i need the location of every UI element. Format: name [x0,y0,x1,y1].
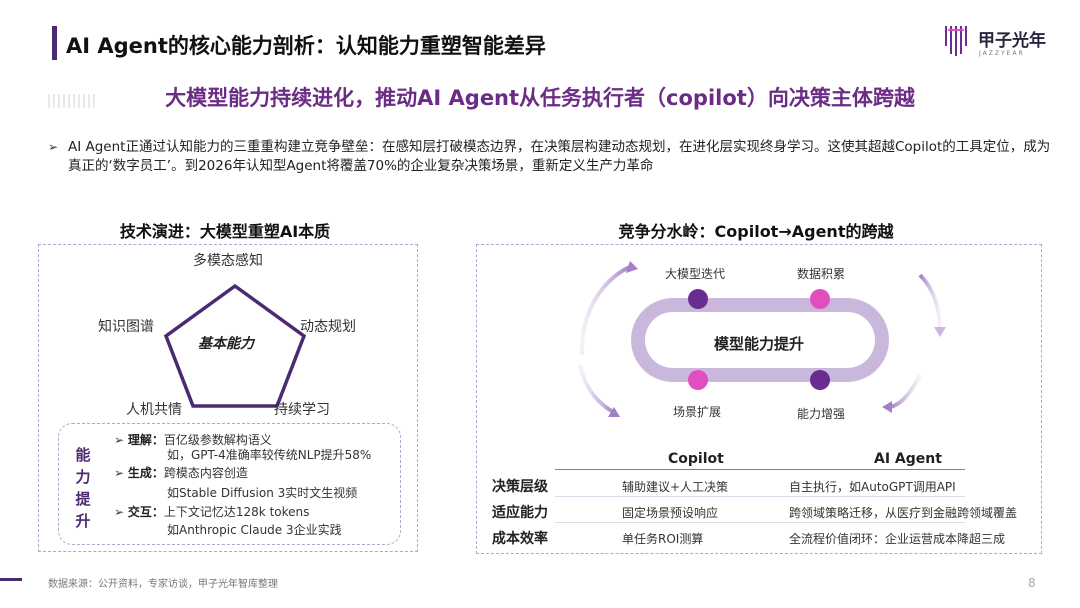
jazzyear-logo-icon [945,26,967,56]
capability-box [58,423,401,545]
intro-paragraph: AI Agent正通过认知能力的三重重构建立竞争壁垒：在感知层打破模态边界，在决… [68,139,1051,174]
intro-bullet-icon: ➢ [48,140,59,154]
pentagon-bottom-right-label: 持续学习 [274,402,330,418]
cell-agent-cost: 全流程价值闭环：企业运营成本降超三成 [789,532,1006,546]
node-dot [810,289,830,309]
logo-text: 甲子光年 [978,31,1046,51]
right-section-heading: 竞争分水岭：Copilot→Agent的跨越 [618,222,894,241]
table-header-agent: AI Agent [874,451,942,467]
row-label-cost: 成本效率 [492,531,548,547]
vertical-char: 升 [75,512,91,530]
node-label-scenario-expansion: 场景扩展 [673,405,722,419]
bullet-understand: ➢ 理解：百亿级参数解构语义 [114,431,272,448]
bullet-arrow-icon: ➢ [114,505,125,519]
bullet-term: 理解： [127,433,164,447]
bullet-arrow-icon: ➢ [114,466,125,480]
table-row-divider [555,496,965,497]
bullet-term: 生成： [127,466,164,480]
cell-agent-adaptability: 跨领域策略迁移，从医疗到金融跨领域覆盖 [789,506,1018,520]
bullet-desc: 上下文记忆达128k tokens [163,505,310,519]
table-header-divider [555,469,965,470]
bullet-term: 交互： [127,505,164,519]
vertical-char: 能 [75,446,91,464]
row-label-adaptability: 适应能力 [492,505,548,521]
vertical-char: 力 [75,468,91,486]
capability-vertical-title: 能 力 提 升 [74,444,92,532]
table-row-divider [555,522,965,523]
pentagon-top-label: 多模态感知 [193,253,263,269]
bullet-example: 如Stable Diffusion 3实时文生视频 [167,486,358,500]
bullet-generate: ➢ 生成：跨模态内容创造 [114,464,248,481]
cell-copilot-decision: 辅助建议+人工决策 [622,480,729,494]
pentagon-left-label: 知识图谱 [98,319,154,335]
bullet-example: 如Anthropic Claude 3企业实践 [167,523,342,537]
right-panel [476,244,1042,554]
node-label-model-iteration: 大模型迭代 [665,267,726,281]
footer-accent-bar [0,578,22,581]
cycle-diagram [578,261,946,417]
logo-subtext: JAZZYEAR [979,50,1025,57]
pentagon-diagram [163,283,307,408]
node-dot [688,370,708,390]
table-header-copilot: Copilot [668,451,724,467]
left-section-heading: 技术演进：大模型重塑AI本质 [119,222,331,241]
left-panel [38,244,418,552]
page-title: AI Agent的核心能力剖析：认知能力重塑智能差异 [66,34,546,58]
bullet-desc: 百亿级参数解构语义 [163,433,272,447]
subtitle-decoration [48,94,98,108]
page-number: 8 [1028,576,1036,590]
vertical-char: 提 [75,490,91,508]
cell-agent-decision: 自主执行，如AutoGPT调用API [789,480,956,494]
pentagon-core-label: 基本能力 [198,336,254,352]
pentagon-bottom-left-label: 人机共情 [126,402,182,418]
node-dot [810,370,830,390]
bullet-interact: ➢ 交互：上下文记忆达128k tokens [114,503,309,520]
data-source-note: 数据来源：公开资料，专家访谈，甲子光年智库整理 [48,579,278,590]
node-dot [688,289,708,309]
title-accent-bar [52,26,57,60]
cell-copilot-adaptability: 固定场景预设响应 [622,506,719,520]
cycle-center-label: 模型能力提升 [713,335,804,353]
pentagon-right-label: 动态规划 [300,319,356,335]
cell-copilot-cost: 单任务ROI测算 [622,532,704,546]
slide-subtitle: 大模型能力持续进化，推动AI Agent从任务执行者（copilot）向决策主体… [165,86,915,110]
row-label-decision: 决策层级 [492,479,548,495]
bullet-example: 如，GPT-4准确率较传统NLP提升58% [167,448,372,462]
bullet-desc: 跨模态内容创造 [163,466,248,480]
node-label-data-accumulation: 数据积累 [797,267,846,281]
bullet-arrow-icon: ➢ [114,433,125,447]
node-label-capability-enhancement: 能力增强 [797,407,846,421]
